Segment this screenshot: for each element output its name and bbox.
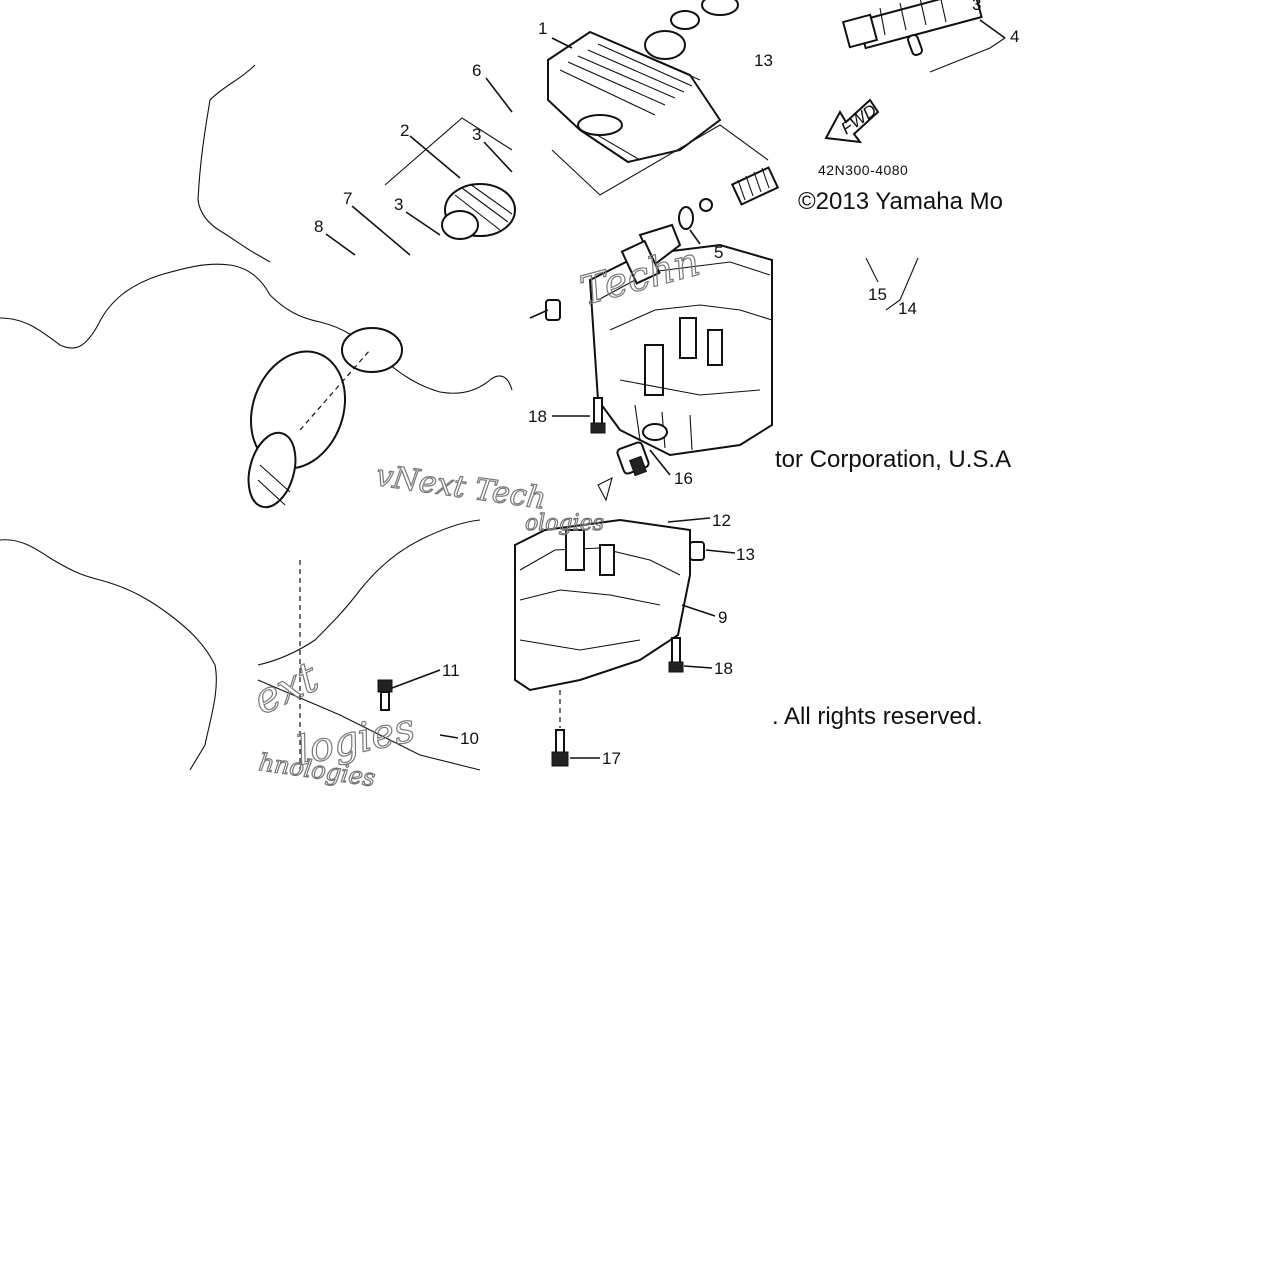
- oil-pan-upper: [588, 243, 773, 457]
- callout-15: 15: [868, 285, 887, 304]
- callout-10: 10: [460, 729, 479, 748]
- callout-17: 17: [602, 749, 621, 768]
- callout-11: 11: [442, 661, 460, 680]
- copyright-line-3: . All rights reserved.: [772, 703, 983, 730]
- callout-9: 9: [718, 608, 727, 627]
- callout-3b: 3: [394, 195, 403, 214]
- filter-cover: [247, 327, 403, 509]
- oil-pipe: [620, 223, 682, 285]
- bolt-11: [377, 679, 393, 711]
- watermark-c: ologies: [525, 511, 604, 536]
- bolt-18-upper: [590, 397, 606, 434]
- drain-plug: [597, 423, 668, 502]
- bracket-line-4: [929, 37, 1006, 73]
- oil-strainer: [547, 30, 722, 164]
- oil-pump-shaft: [841, 0, 983, 56]
- callout-4: 4: [1010, 27, 1019, 46]
- callout-13b: 13: [736, 545, 755, 564]
- o-ring-5: [678, 206, 694, 230]
- callout-6: 6: [472, 61, 481, 80]
- bolt-17: [551, 729, 569, 767]
- callout-5: 5: [714, 243, 723, 262]
- copyright-line-2: tor Corporation, U.S.A: [775, 446, 1012, 473]
- diagram-code: 42N300-4080: [818, 162, 909, 178]
- dowel-pin-right: [689, 541, 705, 561]
- bracket-line-1: [551, 124, 769, 196]
- callout-8: 8: [314, 217, 323, 236]
- callout-18a: 18: [528, 407, 547, 426]
- bracket-line-14-15: [865, 257, 919, 311]
- washer-stack: [644, 0, 739, 60]
- callout-13a: 13: [754, 51, 773, 70]
- watermark-d: ext: [246, 652, 326, 724]
- relief-spring: [730, 166, 780, 206]
- callout-1: 1: [538, 19, 547, 38]
- callout-2: 2: [400, 121, 409, 140]
- o-ring-small: [699, 198, 713, 212]
- pan-plate-edge: [257, 679, 481, 771]
- leader-lines: [325, 19, 1006, 759]
- dowel-pin: [545, 299, 561, 321]
- watermark-a: vNext Tech: [374, 458, 548, 516]
- callout-16: 16: [674, 469, 693, 488]
- copyright-line-1: ©2013 Yamaha Mo: [798, 188, 1003, 215]
- oil-pan-lower: [514, 518, 691, 692]
- bracket-line-2: [384, 117, 513, 186]
- callout-12: 12: [712, 511, 731, 530]
- forward-arrow-icon: [824, 98, 880, 144]
- callout-3c: 3: [972, 0, 981, 14]
- engine-case-outline: [0, 64, 513, 771]
- callout-7: 7: [343, 189, 352, 208]
- oil-filter-element: [441, 183, 516, 240]
- callout-14: 14: [898, 299, 917, 318]
- callout-3a: 3: [472, 125, 481, 144]
- bolt-18-lower: [668, 637, 684, 673]
- callout-18b: 18: [714, 659, 733, 678]
